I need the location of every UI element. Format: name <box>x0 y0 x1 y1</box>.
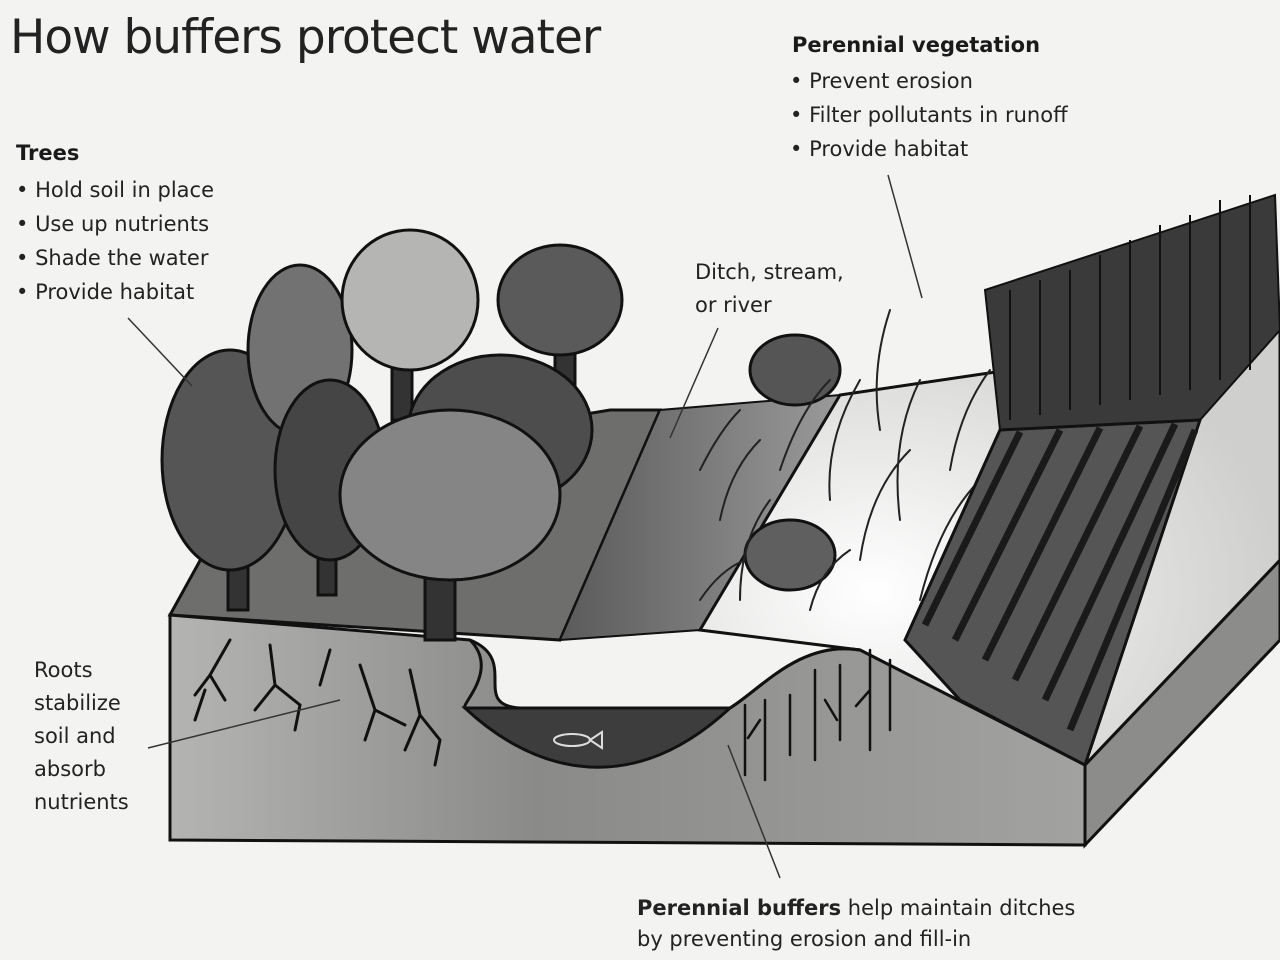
callout-lines <box>127 174 923 879</box>
vegetation-bullet: Provide habitat <box>790 132 1068 166</box>
tree-roots <box>193 638 442 767</box>
perennial-buffers-bold: Perennial buffers <box>637 896 842 920</box>
trees-bullet-list: Hold soil in place Use up nutrients Shad… <box>16 173 214 309</box>
tree-cluster <box>160 228 842 642</box>
trees-heading: Trees <box>16 141 80 165</box>
perennial-vegetation-bullet-list: Prevent erosion Filter pollutants in run… <box>790 64 1068 166</box>
grass-roots <box>743 648 892 782</box>
soil-cross-section <box>168 613 1087 847</box>
prairie-grass <box>699 309 1021 611</box>
page-title: How buffers protect water <box>10 10 601 65</box>
roots-label: Roots stabilize soil and absorb nutrient… <box>34 658 129 814</box>
trees-bullet: Provide habitat <box>16 275 214 309</box>
ditch-stream-river-label: Ditch, stream, or river <box>695 260 844 317</box>
vegetation-bullet: Prevent erosion <box>790 64 1068 98</box>
trees-bullet: Shade the water <box>16 241 214 275</box>
perennial-buffers-note: Perennial buffers help maintain ditches … <box>637 896 1076 951</box>
trees-bullet: Hold soil in place <box>16 173 214 207</box>
fish-icon <box>553 730 603 750</box>
crop-field <box>903 193 1280 768</box>
vegetation-bullet: Filter pollutants in runoff <box>790 98 1068 132</box>
perennial-vegetation-heading: Perennial vegetation <box>792 33 1041 57</box>
trees-bullet: Use up nutrients <box>16 207 214 241</box>
